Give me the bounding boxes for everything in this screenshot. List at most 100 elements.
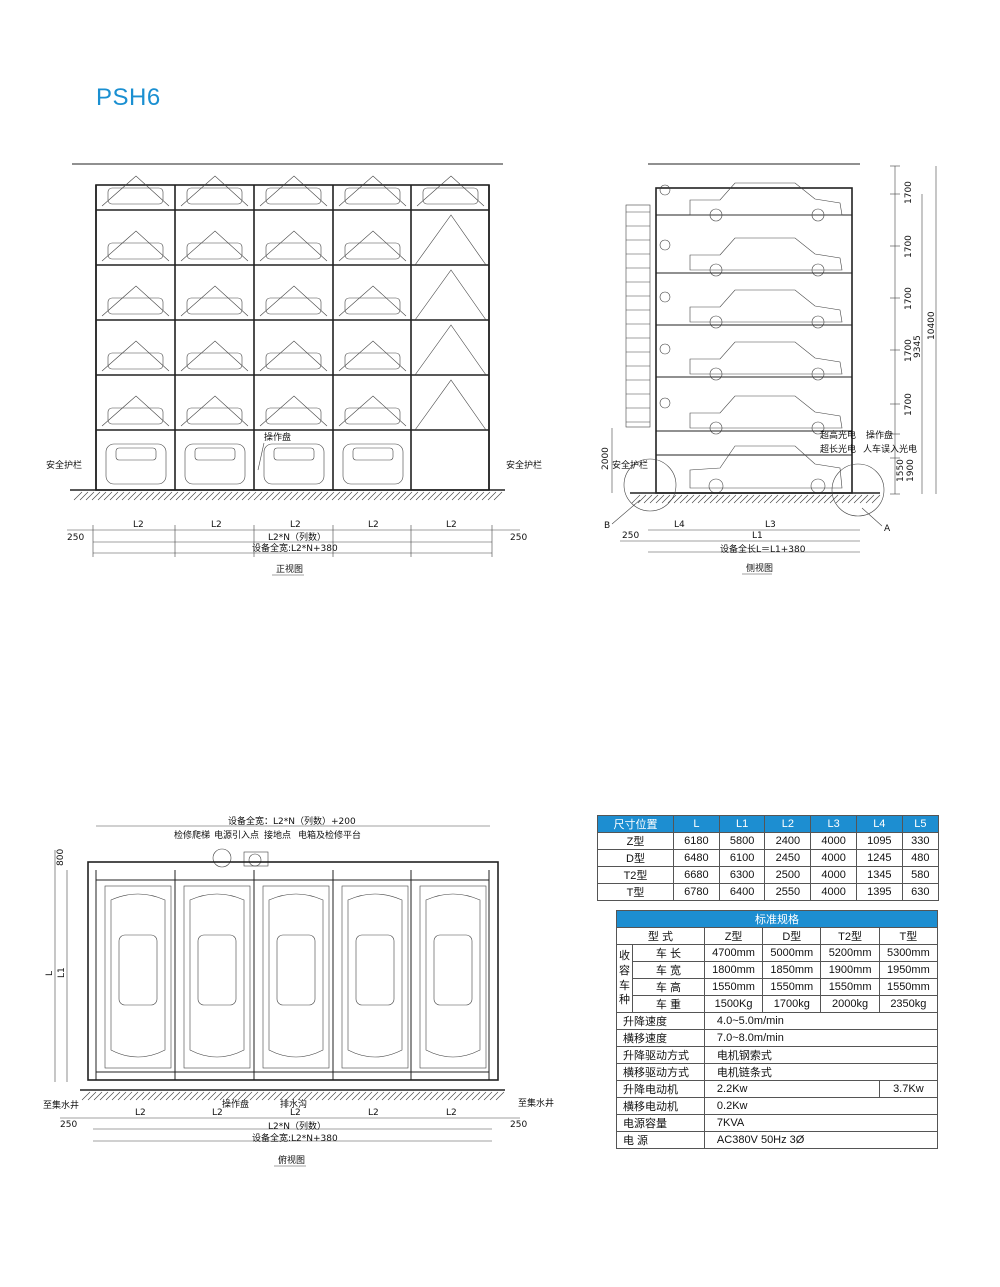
- table-cell: 2550: [764, 883, 812, 901]
- ground-hatch: [751, 494, 761, 504]
- ground-hatch: [829, 494, 839, 504]
- side-car-outline: [689, 289, 843, 323]
- ground-hatch: [399, 1091, 409, 1101]
- table-row: 横移驱动方式 电机链条式: [616, 1063, 939, 1081]
- ground-hatch: [313, 491, 323, 501]
- ground-hatch: [87, 1091, 97, 1101]
- front-total-2: 设备全宽:L2*N+380: [252, 542, 338, 554]
- ground-hatch: [459, 1091, 469, 1101]
- ground-hatch: [763, 494, 773, 504]
- ground-hatch: [859, 494, 869, 504]
- side-label-super-high: 超高光电: [820, 429, 856, 441]
- table-cell: 630: [901, 883, 940, 901]
- group-char: 车: [619, 979, 630, 992]
- top-caption: 俯视图: [278, 1154, 305, 1166]
- ground-hatch: [367, 491, 377, 501]
- ground-hatch: [85, 491, 95, 501]
- side-h-bottom-2: 1900: [906, 459, 916, 482]
- front-lift-frame: [259, 285, 328, 317]
- row-label: 车 长: [632, 944, 705, 962]
- table-cell: 5300mm: [878, 944, 939, 962]
- front-lift-frame: [180, 285, 249, 317]
- side-car-wheel: [708, 478, 724, 494]
- ground-hatch: [163, 491, 173, 501]
- top-car-outline: [189, 893, 245, 1058]
- ground-hatch: [793, 494, 803, 504]
- type-label: 型 式: [616, 927, 705, 945]
- page-title: PSH6: [96, 84, 161, 111]
- table-cell: 6300: [718, 866, 766, 884]
- ground-hatch: [393, 1091, 403, 1101]
- table-cell: 2400: [764, 832, 812, 850]
- table-cell: 6480: [673, 849, 720, 867]
- ground-hatch: [417, 1091, 427, 1101]
- front-car-outline: [186, 242, 243, 260]
- table-row: 升降驱动方式 电机钢索式: [616, 1046, 939, 1064]
- ground-hatch: [171, 1091, 181, 1101]
- spec-value: 电机链条式: [703, 1063, 939, 1081]
- ground-hatch: [397, 491, 407, 501]
- front-car-outline: [186, 352, 243, 370]
- top-dim-l2-3: L2: [290, 1108, 301, 1118]
- ground-hatch: [151, 491, 161, 501]
- table-cell: 330: [901, 832, 940, 850]
- ground-hatch: [297, 1091, 307, 1101]
- table-row: 横移电动机 0.2Kw: [616, 1097, 939, 1115]
- front-car-outline: [265, 352, 322, 370]
- side-caption: 侧视图: [746, 562, 773, 574]
- dimension-table: 尺寸位置 L L1 L2 L3 L4 L5 Z型 6180 5800 2400 …: [596, 815, 940, 901]
- side-guard-label: 安全护栏: [612, 459, 648, 471]
- front-car-outline: [186, 187, 243, 205]
- top-label-power: 电源引入点: [214, 829, 259, 841]
- dim-col-header: L2: [764, 815, 812, 833]
- ground-hatch: [403, 491, 413, 501]
- ground-hatch: [781, 494, 791, 504]
- ground-hatch: [261, 1091, 271, 1101]
- top-view: 设备全宽：L2*N（列数）+200 检修爬梯 电源引入点 接地点 电箱及检修平台…: [43, 815, 554, 1167]
- ground-hatch: [253, 491, 263, 501]
- table-cell: 5000mm: [762, 944, 822, 962]
- side-dim-l3: L3: [765, 520, 776, 530]
- ground-hatch: [463, 491, 473, 501]
- ground-hatch: [439, 491, 449, 501]
- ground-hatch: [757, 494, 767, 504]
- table-cell: 4000: [810, 866, 857, 884]
- ground-hatch: [661, 494, 671, 504]
- front-car-outline: [344, 407, 401, 425]
- ground-hatch: [337, 491, 347, 501]
- side-h-bottom-1: 1550: [896, 459, 906, 482]
- ground-hatch: [381, 1091, 391, 1101]
- side-h-4: 1700: [904, 339, 914, 362]
- ground-hatch: [277, 491, 287, 501]
- side-car-wheel: [811, 421, 825, 435]
- ground-hatch: [303, 1091, 313, 1101]
- ground-hatch: [481, 491, 491, 501]
- top-pallet: [341, 885, 409, 1069]
- top-car-roof: [276, 934, 316, 1006]
- front-car-outline: [186, 297, 243, 315]
- ground-hatch: [387, 1091, 397, 1101]
- ground-hatch: [379, 491, 389, 501]
- table-cell: 1395: [855, 883, 903, 901]
- ground-hatch: [205, 491, 215, 501]
- dim-col-header: 尺寸位置: [596, 815, 675, 833]
- ground-hatch: [265, 491, 275, 501]
- front-car-outline: [265, 407, 322, 425]
- top-pallet: [262, 885, 330, 1069]
- standard-spec-table: 标准规格 型 式 Z型 D型 T2型 T型 收 容 车 种 车 长 4700mm…: [616, 910, 939, 1149]
- front-car-outline: [422, 187, 479, 205]
- table-cell: 4000: [810, 849, 857, 867]
- ground-hatch: [307, 491, 317, 501]
- front-panel-label: 操作盘: [264, 431, 291, 443]
- ground-hatch: [141, 1091, 151, 1101]
- table-cell: 6400: [718, 883, 766, 901]
- table-cell: 1900mm: [820, 961, 880, 979]
- table-row: 横移速度 7.0~8.0m/min: [616, 1029, 939, 1047]
- ground-hatch: [279, 1091, 289, 1101]
- table-cell: 580: [901, 866, 940, 884]
- ground-hatch: [199, 491, 209, 501]
- front-car-window: [115, 447, 157, 461]
- ground-hatch: [79, 491, 89, 501]
- table-row: 升降电动机 2.2Kw 3.7Kw: [616, 1080, 939, 1098]
- front-total-1: L2*N（列数）: [268, 531, 326, 543]
